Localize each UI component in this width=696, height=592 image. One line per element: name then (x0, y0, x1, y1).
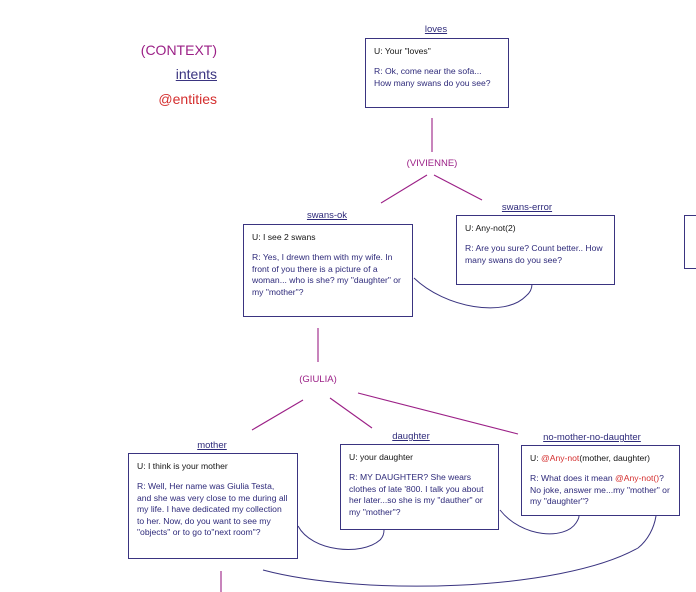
legend-entities: @entities (158, 91, 217, 107)
connector-giulia-to-daughter (329, 397, 373, 429)
intent-label-daughter: daughter (392, 431, 430, 442)
entity-any-not-call: @Any-not() (615, 473, 660, 484)
intent-label-swans-ok: swans-ok (306, 210, 348, 221)
entity-any-not: @Any-not (540, 453, 580, 463)
context-giulia: (GIULIA) (299, 374, 337, 385)
node-mother-response: R: Well, Her name was Giulia Testa, and … (137, 481, 288, 538)
intent-label-loves: loves (424, 24, 448, 35)
node-mother-user: U: I think is your mother (137, 461, 228, 471)
response-suffix: ? No joke, answer me...my "mother" or my… (530, 473, 670, 507)
node-daughter: U: your daughter R: MY DAUGHTER? She wea… (340, 444, 499, 530)
connector-vivienne-to-swans-error (433, 174, 483, 201)
node-swans-ok-response: R: Yes, I drewn them with my wife. In fr… (252, 252, 401, 297)
intent-label-mother: mother (197, 440, 227, 451)
node-swans-error-response: R: Are you sure? Count better.. How many… (465, 243, 603, 265)
context-vivienne: (VIVIENNE) (406, 158, 458, 169)
node-no-mother-no-daughter: U: @Any-not(mother, daughter) R: What do… (521, 445, 680, 516)
node-mother: U: I think is your mother R: Well, Her n… (128, 453, 298, 559)
node-swans-error-user: U: Any-not(2) (465, 223, 516, 233)
connector-giulia-to-mother (251, 399, 304, 431)
user-prefix: U: (530, 453, 541, 463)
user-suffix: (mother, daughter) (579, 453, 651, 463)
loop-mother-to-daughter (297, 525, 385, 550)
node-swans-ok: U: I see 2 swans R: Yes, I drewn them wi… (243, 224, 413, 317)
response-prefix: R: What does it mean (530, 473, 616, 484)
node-daughter-user: U: your daughter (349, 452, 414, 462)
node-daughter-response: R: MY DAUGHTER? She wears clothes of lat… (349, 472, 484, 517)
node-no-mother-no-daughter-user: U: @Any-not(mother, daughter) (530, 453, 671, 464)
intent-label-no-mother-no-daughter: no-mother-no-daughter (543, 432, 641, 443)
intent-label-swans-error: swans-error (501, 202, 553, 213)
legend-intents: intents (175, 66, 217, 82)
connector-vivienne-to-swans-ok (380, 174, 428, 204)
node-swans-error: U: Any-not(2) R: Are you sure? Count bet… (456, 215, 615, 285)
node-loves: U: Your "loves" R: Ok, come near the sof… (365, 38, 509, 108)
node-swans-ok-user: U: I see 2 swans (252, 232, 316, 242)
loop-daughter-to-no-mother (499, 509, 580, 535)
node-loves-response: R: Ok, come near the sofa... How many sw… (374, 66, 491, 88)
node-no-mother-no-daughter-response: R: What does it mean @Any-not()? No joke… (530, 473, 671, 507)
legend-context: (CONTEXT) (140, 42, 217, 58)
loop-swans-ok-to-swans-error (413, 277, 533, 309)
connector-giulia-to-no-mother-no-daughter (357, 392, 519, 435)
offscreen-node-stub (684, 215, 696, 269)
node-loves-user: U: Your "loves" (374, 46, 431, 56)
loop-mother-to-no-mother (262, 515, 657, 587)
